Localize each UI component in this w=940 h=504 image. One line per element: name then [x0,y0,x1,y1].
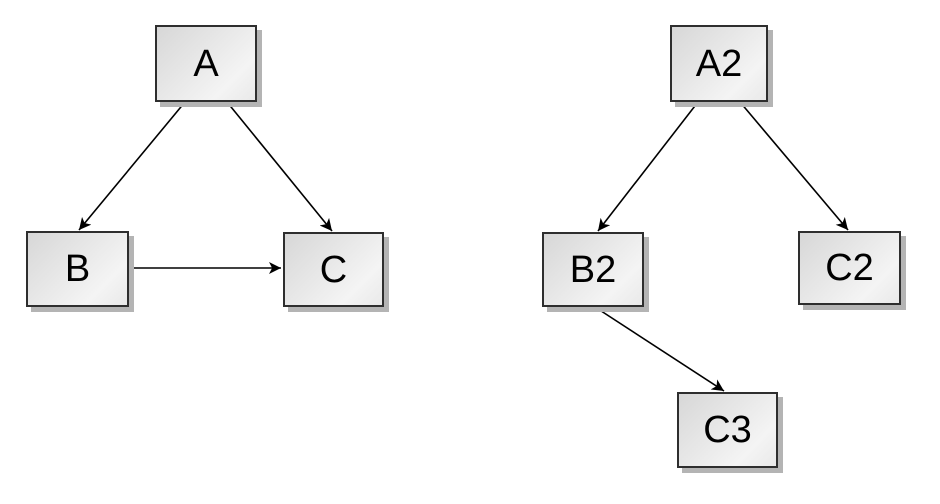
edge-A-C [226,101,333,232]
node-B2-label: B2 [569,248,617,291]
node-C3-label: C3 [703,409,752,451]
node-A2: A2 [670,25,768,102]
node-B-label: B [64,248,91,290]
edge-B2-C3 [594,306,725,392]
node-A2-label: A2 [695,42,743,85]
node-C: C [283,232,384,307]
node-B2: B2 [542,232,644,307]
edge-A2-C2 [739,101,849,231]
edges-group [78,101,849,392]
node-A: A [155,25,257,102]
node-C3: C3 [677,392,778,468]
edge-A-B [78,101,186,231]
node-C-label: C [319,248,348,291]
node-A-label: A [193,42,219,85]
edge-A2-B2 [597,101,699,232]
node-B: B [26,231,129,307]
node-C2-label: C2 [825,247,874,289]
node-C2: C2 [798,231,901,305]
